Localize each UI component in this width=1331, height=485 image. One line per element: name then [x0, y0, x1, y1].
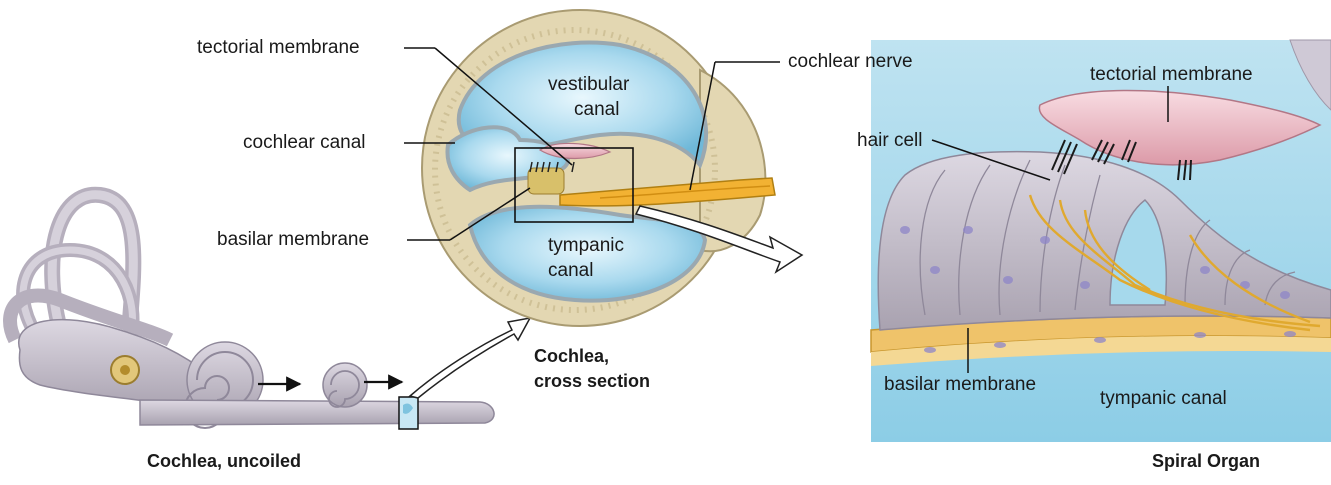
label-cochlear-nerve: cochlear nerve	[788, 51, 913, 73]
label-tectorial-membrane: tectorial membrane	[197, 37, 360, 59]
caption-spiral-organ: Spiral Organ	[1152, 450, 1260, 472]
label-tympanic-canal-line1: tympanic	[548, 235, 624, 257]
label-hair-cell: hair cell	[857, 130, 922, 152]
label-cochlear-canal: cochlear canal	[243, 132, 366, 154]
cochlea-cross-section	[422, 10, 775, 326]
label-basilar-membrane-panel: basilar membrane	[884, 374, 1036, 396]
zoom-arrow-1	[410, 318, 530, 398]
caption-uncoiled: Cochlea, uncoiled	[147, 450, 301, 472]
label-tympanic-canal-panel: tympanic canal	[1100, 388, 1227, 410]
caption-cross-section-line1: Cochlea,	[534, 345, 609, 367]
label-basilar-membrane: basilar membrane	[217, 229, 369, 251]
label-vestibular-canal-line2: canal	[574, 99, 619, 121]
label-tectorial-membrane-panel: tectorial membrane	[1090, 64, 1253, 86]
caption-cross-section-line2: cross section	[534, 370, 650, 392]
label-vestibular-canal-line1: vestibular	[548, 74, 629, 96]
label-tympanic-canal-line2: canal	[548, 260, 593, 282]
